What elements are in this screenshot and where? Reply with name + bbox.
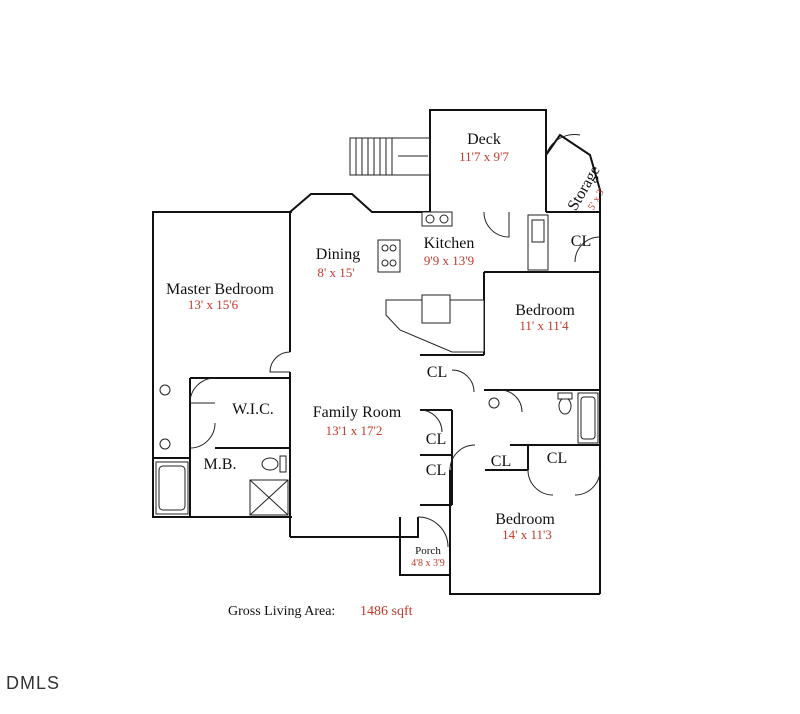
room-dims-bedroom-3: 14' x 11'3	[502, 527, 552, 542]
closet-label-kitchen: CL	[571, 233, 591, 250]
room-dims-master-bedroom: 13' x 15'6	[188, 297, 239, 312]
kitchen-fixtures	[377, 211, 549, 353]
room-name-kitchen: Kitchen	[424, 235, 475, 252]
room-name-wic: W.I.C.	[232, 401, 274, 418]
gross-living-area: Gross Living Area: 1486 sqft	[228, 604, 413, 619]
deck-stairs	[349, 137, 431, 176]
room-name-porch: Porch	[415, 545, 441, 557]
room-name-bedroom-3: Bedroom	[495, 511, 555, 528]
closet-label-bath-left: CL	[491, 453, 511, 470]
closet-label-bedroom: CL	[547, 450, 567, 467]
room-dims-bedroom-2: 11' x 11'4	[519, 318, 569, 333]
bath-fixtures	[155, 384, 599, 516]
room-dims-dining: 8' x 15'	[317, 265, 354, 280]
closet-labels: CL CL CL CL CL CL	[426, 233, 591, 479]
room-name-mb: M.B.	[204, 456, 237, 473]
room-name-deck: Deck	[467, 131, 501, 148]
room-name-master-bedroom: Master Bedroom	[166, 281, 275, 298]
closet-label-hall-lower: CL	[426, 462, 446, 479]
room-name-bedroom-2: Bedroom	[515, 302, 575, 319]
room-name-dining: Dining	[316, 246, 360, 263]
room-dims-porch: 4'8 x 3'9	[411, 558, 445, 569]
closet-label-hall-mid: CL	[426, 431, 446, 448]
gla-value: 1486 sqft	[360, 604, 413, 619]
doors	[189, 134, 601, 548]
room-labels: Deck 11'7 x 9'7 Storage 5' x 3' Dining 8…	[166, 131, 608, 569]
room-dims-kitchen: 9'9 x 13'9	[424, 253, 474, 268]
closet-label-hall-upper: CL	[427, 364, 447, 381]
room-dims-family-room: 13'1 x 17'2	[326, 423, 383, 438]
gla-label: Gross Living Area:	[228, 604, 335, 619]
dmls-logo: DMLS	[6, 673, 60, 693]
room-dims-deck: 11'7 x 9'7	[459, 149, 509, 164]
room-name-family-room: Family Room	[313, 404, 402, 421]
